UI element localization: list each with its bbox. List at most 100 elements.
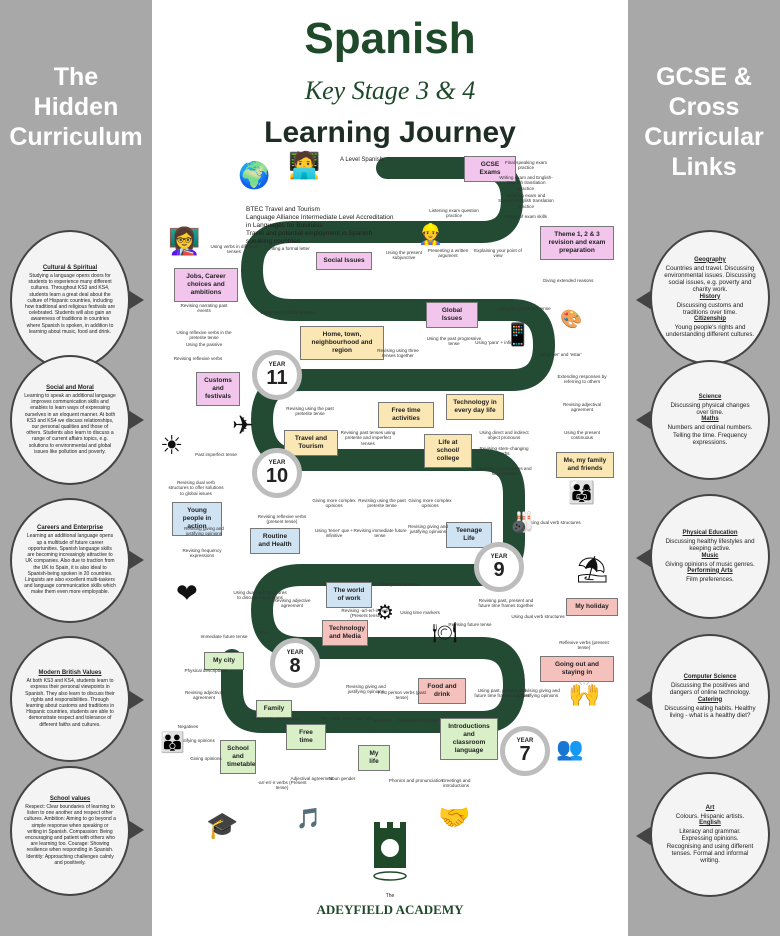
grammar-label: Final speaking exam practice xyxy=(504,160,548,171)
grammar-label: Immediate future tense xyxy=(200,634,248,639)
grammar-label: Revising using the past preterite tense xyxy=(358,498,406,509)
academy-crest xyxy=(373,822,407,881)
hidden-curriculum-title: The Hidden Curriculum xyxy=(9,63,143,151)
grammar-label: Past imperfect tense xyxy=(195,452,237,457)
alevel-label: A Level Spanish xyxy=(340,157,384,163)
grammar-label: Revising frequency expressions xyxy=(182,548,222,559)
grammar-label: Revising reflexive verbs (present tense) xyxy=(257,514,307,525)
grammar-label: Using direct and indirect object pronoun… xyxy=(479,430,529,441)
grammar-label: Using the conditional tense xyxy=(260,310,316,315)
grammar-label: Using the passive xyxy=(185,342,223,347)
bubble-body: Numbers and ordinal numbers. Telling the… xyxy=(667,424,753,446)
topic-free-time: Free time xyxy=(286,724,326,750)
teacher-icon: 👩‍🏫 xyxy=(168,226,201,256)
grammar-label: Using dual verb structures xyxy=(511,614,565,619)
bubble-tail xyxy=(636,826,652,846)
geography-bubble: Geography Countries and travel. Discussi… xyxy=(650,230,770,365)
year-number: 7 xyxy=(519,743,531,765)
grammar-label: Explaining your point of view xyxy=(474,248,522,259)
grammar-label: Revising stem-changing verbs xyxy=(479,446,529,457)
grammar-label: Using verbs in different tenses xyxy=(210,244,258,255)
grammar-label: Using past, present and future time fram… xyxy=(474,688,530,699)
family-icon: 👨‍👩‍👧 xyxy=(568,480,596,505)
topic-teenage-life: Teenage Life xyxy=(446,522,492,548)
careers-bubble: Careers and Enterprise Learning an addit… xyxy=(10,498,130,623)
bubble-tail xyxy=(636,690,652,710)
grammar-label: Revising reflexive verbs xyxy=(173,356,223,361)
bubble-tail xyxy=(128,820,144,840)
bubble-title: Citizenship xyxy=(693,315,726,322)
school-values-bubble: School values Respect: Clear boundaries … xyxy=(10,766,130,896)
people-icon: 🙌 xyxy=(568,678,601,708)
art-english-bubble: Art Colours. Hispanic artists. English L… xyxy=(650,772,770,897)
grammar-label: Negatives xyxy=(177,724,199,729)
year-number: 10 xyxy=(265,465,289,487)
bubble-tail xyxy=(636,290,652,310)
year-label: YEAR xyxy=(268,362,286,368)
grammar-label: Numbers xyxy=(372,718,392,723)
bubble-body: Film preferences. xyxy=(686,575,734,583)
footer-the: The xyxy=(385,893,395,899)
grammar-label: Using 'tener' que + infinitive xyxy=(314,528,354,539)
bubble-title: Modern British Values xyxy=(38,670,102,677)
grammar-label: Revising narrating past events xyxy=(180,303,228,314)
grammar-label: Giving more complex opinions xyxy=(408,498,452,509)
year-number: 11 xyxy=(266,367,288,389)
topic-me-family: Me, my family and friends xyxy=(556,452,614,478)
topic-school-timetable: School and timetable xyxy=(220,740,256,774)
topic-my-holiday: My holiday xyxy=(566,598,618,616)
bubble-tail xyxy=(128,550,144,570)
topic-family: Family xyxy=(256,700,292,718)
bubble-tail xyxy=(128,690,144,710)
year-label: YEAR xyxy=(490,554,508,560)
grammar-label: Using time markers xyxy=(400,610,440,615)
bubble-title: Physical Education xyxy=(682,530,738,537)
topic-gcse-exams: GCSE Exams xyxy=(464,156,516,182)
bubble-body: Giving opinions of music genres. xyxy=(665,560,755,568)
grammar-label: Writing a formal letter xyxy=(266,246,310,251)
grammar-label: Phonics and pronunciation xyxy=(388,778,444,783)
bubble-title: Computer Science xyxy=(683,674,737,681)
grammar-label: Physical descriptions xyxy=(184,668,228,673)
airplane-icon: ✈ xyxy=(232,410,254,440)
grammar-label: Using the pluperfect tense xyxy=(497,306,551,311)
bubble-body: Discussing physical changes over time. xyxy=(670,401,750,417)
topic-technology-everyday: Technology in every day life xyxy=(446,394,504,420)
social-moral-bubble: Social and Moral Learning to speak an ad… xyxy=(10,355,130,485)
bubble-tail xyxy=(128,410,144,430)
bubble-body: Young people's rights and understanding … xyxy=(665,323,755,339)
bubble-body: Countries and travel. Discussing environ… xyxy=(664,264,756,294)
bubble-title: History xyxy=(699,293,721,300)
grammar-label: Noun gender xyxy=(328,776,356,781)
academy-name: ADEYFIELD ACADEMY xyxy=(316,902,464,917)
grammar-label: Past preterite tense xyxy=(380,582,420,587)
computer-science-bubble: Computer Science Discussing the positive… xyxy=(650,634,770,759)
grammar-label: Revising past tenses using preterite and… xyxy=(340,430,396,446)
page-title: Spanish xyxy=(304,14,476,63)
dinner-plate-icon: 🍽 xyxy=(432,622,458,644)
heart-monitor-icon: ❤ xyxy=(176,578,198,608)
topic-routine-health: Routine and Health xyxy=(250,528,300,554)
topic-jobs-careers: Jobs, Career choices and ambitions xyxy=(174,268,238,302)
grammar-label: Greetings and introductions xyxy=(441,778,471,789)
btec-text: BTEC Travel and Tourism Language Allianc… xyxy=(246,206,394,245)
grammar-label: Using 'para' + infinitive xyxy=(475,340,521,345)
topic-food-drink: Food and drink xyxy=(418,678,466,704)
road-arrow xyxy=(380,160,392,176)
music-icon: 🎵 xyxy=(296,808,321,830)
worker-icon: 👷 xyxy=(418,224,443,246)
bubble-title: Careers and Enterprise xyxy=(36,525,104,532)
bubble-title: Cultural & Spiritual xyxy=(42,264,98,271)
grammar-label: First person verbs (past tense) xyxy=(377,690,427,701)
bubble-tail xyxy=(636,410,652,430)
grammar-label: Time xyxy=(256,630,268,635)
year-label: YEAR xyxy=(268,460,286,466)
year-number: 8 xyxy=(289,655,301,677)
bubble-body: Discussing eating habits. Healthy living… xyxy=(664,704,756,719)
grammar-label: Justifying opinions xyxy=(177,738,215,743)
grammar-label: Frequency expressions xyxy=(252,716,300,721)
bubble-body: Colours. Hispanic artists. xyxy=(675,812,745,820)
bubble-body: At both KS3 and KS4, students learn to e… xyxy=(25,678,115,728)
bubble-body: Learning an additional language opens up… xyxy=(24,533,116,596)
grammar-label: Classroom language xyxy=(396,718,440,723)
